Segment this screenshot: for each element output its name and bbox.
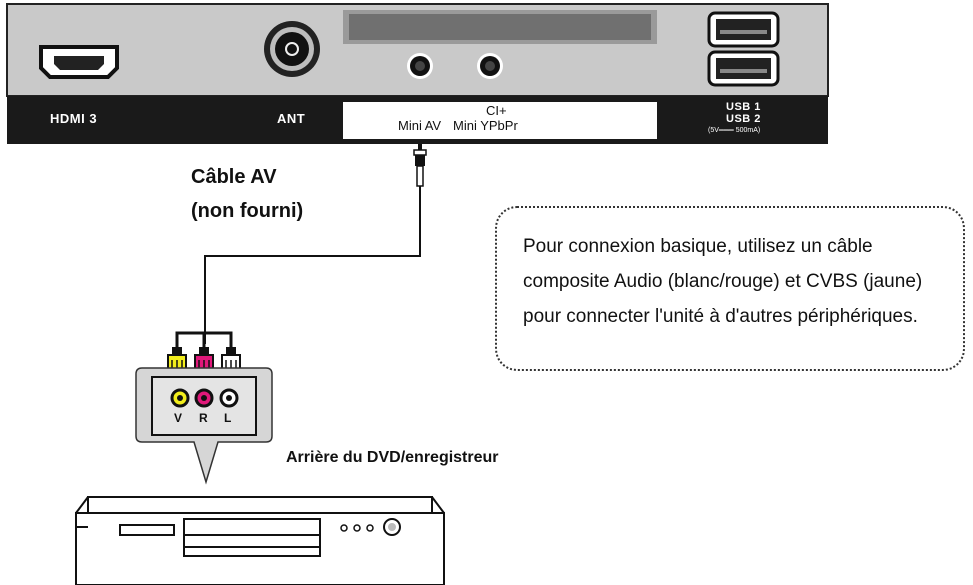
rca-r-label: R: [199, 411, 208, 425]
mini-av-plug-icon: [413, 144, 427, 187]
usb-2-label: USB 2: [726, 113, 761, 125]
dvd-rear-caption: Arrière du DVD/enregistreur: [286, 449, 499, 466]
av-cable-line: [204, 186, 421, 344]
white-audio-jack-icon: [219, 388, 239, 408]
cable-label-line1: Câble AV: [191, 166, 277, 188]
hdmi-3-label: HDMI 3: [50, 111, 98, 126]
antenna-port-icon: [264, 21, 320, 77]
ci-slot-icon: [343, 10, 657, 44]
tv-label-white-box: [343, 102, 657, 139]
note-bubble: [495, 206, 965, 371]
mini-ypbpr-label: Mini YPbPr: [453, 118, 518, 133]
usb-port-2-icon: [707, 50, 780, 87]
hdmi-port-icon: [39, 45, 119, 79]
usb-port-1-icon: [707, 11, 780, 48]
note-text: Pour connexion basique, utilisez un câbl…: [523, 236, 923, 327]
rca-l-label: L: [224, 411, 232, 425]
usb-1-label: USB 1: [726, 101, 761, 113]
cable-label-line2: (non fourni): [191, 200, 304, 222]
av-cable-split: [175, 331, 233, 347]
rca-v-label: V: [174, 411, 183, 425]
yellow-video-jack-icon: [170, 388, 190, 408]
usb-power-label: (5V═══ 500mA): [708, 127, 761, 134]
dvd-recorder-icon: [75, 496, 445, 585]
red-audio-jack-icon: [194, 388, 214, 408]
ant-label: ANT: [277, 111, 306, 126]
mini-av-label: Mini AV: [398, 118, 442, 133]
mini-ypbpr-jack-icon: [477, 53, 503, 79]
mini-av-jack-icon: [407, 53, 433, 79]
ci-plus-label: CI+: [486, 103, 507, 118]
